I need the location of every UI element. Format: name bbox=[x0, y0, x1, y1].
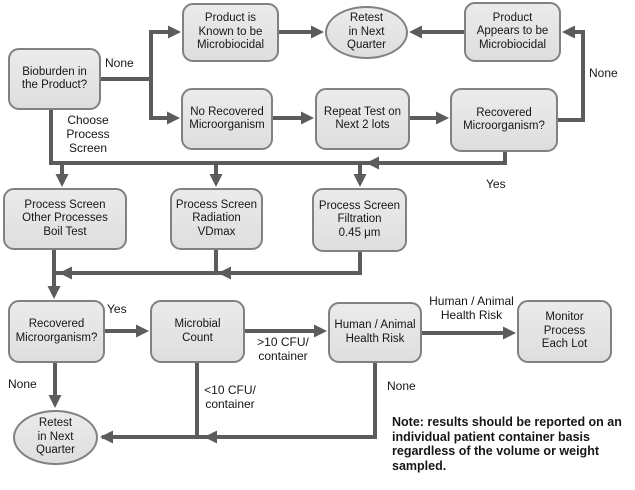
node-monitor-process-each-lot: Monitor Process Each Lot bbox=[517, 300, 612, 363]
edge-risk-none-to-retest bbox=[102, 363, 377, 439]
node-process-screen-radiation-vdmax: Process Screen Radiation VDmax bbox=[170, 188, 263, 250]
node-no-recovered-microorganism: No Recovered Microorganism bbox=[181, 88, 273, 150]
node-process-screen-filtration: Process Screen Filtration 0.45 μm bbox=[312, 188, 407, 252]
edge-recovered-none-up bbox=[558, 30, 585, 122]
node-product-appears-microbiocidal: Product Appears to be Microbiocidal bbox=[464, 2, 561, 62]
node-retest-next-quarter-top: Retest in Next Quarter bbox=[325, 6, 408, 59]
edge-label-none-recovered-top: None bbox=[589, 66, 618, 80]
node-microbial-count: Microbial Count bbox=[150, 300, 245, 363]
edge-label-yes-recovered-bottom: Yes bbox=[107, 302, 127, 316]
node-product-known-microbiocidal: Product is Known to be Microbiocidal bbox=[182, 3, 279, 62]
node-repeat-test-next-2-lots: Repeat Test on Next 2 lots bbox=[315, 88, 410, 150]
edge-label-none-health-risk: None bbox=[387, 379, 416, 393]
edge-label-gt-10-cfu-container: >10 CFU/ container bbox=[257, 335, 309, 363]
edge-label-none-bioburden: None bbox=[105, 56, 134, 70]
edge-bioburden-none-split bbox=[101, 30, 170, 120]
node-recovered-microorganism-top: Recovered Microorganism? bbox=[450, 88, 558, 152]
edge-label-human-animal-health-risk: Human / Animal Health Risk bbox=[429, 294, 514, 322]
node-recovered-microorganism-bottom: Recovered Microorganism? bbox=[8, 300, 105, 363]
edge-label-yes-recovered-top: Yes bbox=[486, 177, 506, 191]
edge-label-choose-process-screen: Choose Process Screen bbox=[66, 113, 110, 155]
arrowheads bbox=[47, 25, 575, 444]
node-bioburden-in-product: Bioburden in the Product? bbox=[8, 48, 101, 110]
node-process-screen-boil-test: Process Screen Other Processes Boil Test bbox=[3, 188, 127, 250]
node-retest-next-quarter-bottom: Retest in Next Quarter bbox=[13, 410, 98, 465]
node-human-animal-health-risk: Human / Animal Health Risk bbox=[328, 302, 422, 363]
edge-label-none-recovered-bottom: None bbox=[8, 377, 37, 391]
edge-label-lt-10-cfu-container: <10 CFU/ container bbox=[204, 383, 256, 411]
note-reporting-basis: Note: results should be reported on an i… bbox=[392, 415, 622, 473]
